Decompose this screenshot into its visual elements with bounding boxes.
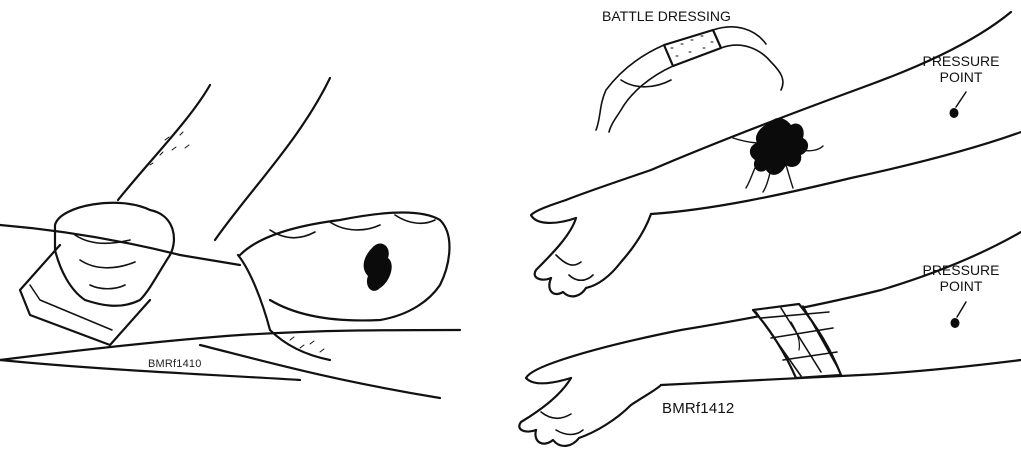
pressure-point-dot-bottom bbox=[951, 318, 960, 328]
pressure-point-dot-top bbox=[950, 108, 959, 118]
battle-dressing-label: BATTLE DRESSING bbox=[602, 8, 731, 24]
wound bbox=[364, 243, 392, 290]
victim-arm-bottom-edge bbox=[0, 330, 460, 360]
rescuer-forearm bbox=[118, 85, 210, 200]
direct-pressure-drawing bbox=[0, 0, 470, 462]
pressure-point-leader-top bbox=[956, 92, 966, 107]
pressure-point-label-bottom: PRESSURE POINT bbox=[916, 262, 1006, 294]
pressure-point-label-bottom-text: PRESSURE POINT bbox=[922, 262, 999, 294]
pressure-point-leader-bottom bbox=[957, 302, 966, 317]
rescuer-forearm-edge bbox=[215, 78, 330, 240]
arm-hair-marks bbox=[150, 132, 189, 165]
victim-arm-lower-edge bbox=[200, 345, 440, 398]
figure-id-right: BMRf1412 bbox=[662, 400, 734, 417]
victim-arm-top-edge bbox=[0, 225, 240, 265]
rescuer-fist bbox=[55, 203, 174, 306]
figure-id-left: BMRf1410 bbox=[148, 358, 202, 370]
pressure-point-label-top: PRESSURE POINT bbox=[916, 53, 1006, 85]
pressure-pad bbox=[20, 245, 150, 345]
battle-dressing-drawing bbox=[596, 27, 783, 132]
pressure-point-label-top-text: PRESSURE POINT bbox=[922, 53, 999, 85]
